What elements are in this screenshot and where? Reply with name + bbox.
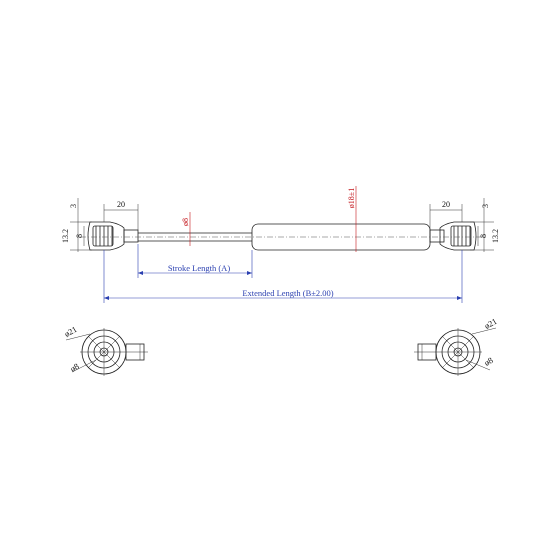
side-view — [80, 221, 482, 251]
left-end-view: ø21 ø8 — [62, 324, 148, 376]
left-end-outer-diameter: ø21 — [62, 324, 78, 339]
extended-length-label: Extended Length (B±2.00) — [242, 288, 333, 298]
left-outer-height-label: 13.2 — [61, 229, 70, 243]
tube-diameter-label: ø18±1 — [347, 188, 356, 208]
left-end-length-label: 20 — [117, 200, 125, 209]
right-end-fitting — [429, 221, 477, 251]
right-end-outer-diameter: ø21 — [482, 316, 498, 331]
left-end-fitting — [87, 221, 139, 251]
rod-diameter-label: ø8 — [181, 218, 190, 226]
right-end-inner-diameter: ø8 — [482, 355, 494, 368]
right-end-length-label: 20 — [442, 200, 450, 209]
left-end-inner-diameter: ø8 — [68, 361, 80, 374]
stroke-length-label: Stroke Length (A) — [168, 263, 230, 273]
left-inner-height-label: 8 — [75, 234, 84, 238]
right-inner-height-label: 8 — [479, 234, 488, 238]
piston-rod — [138, 232, 252, 242]
dimension-lines: 20 20 3 8 13.2 3 8 13.2 ø8 ø18±1 S — [61, 186, 500, 303]
left-top-offset-label: 3 — [69, 204, 78, 208]
right-end-view: ø21 ø8 — [414, 316, 499, 376]
right-outer-height-label: 13.2 — [491, 229, 500, 243]
right-top-offset-label: 3 — [481, 204, 490, 208]
